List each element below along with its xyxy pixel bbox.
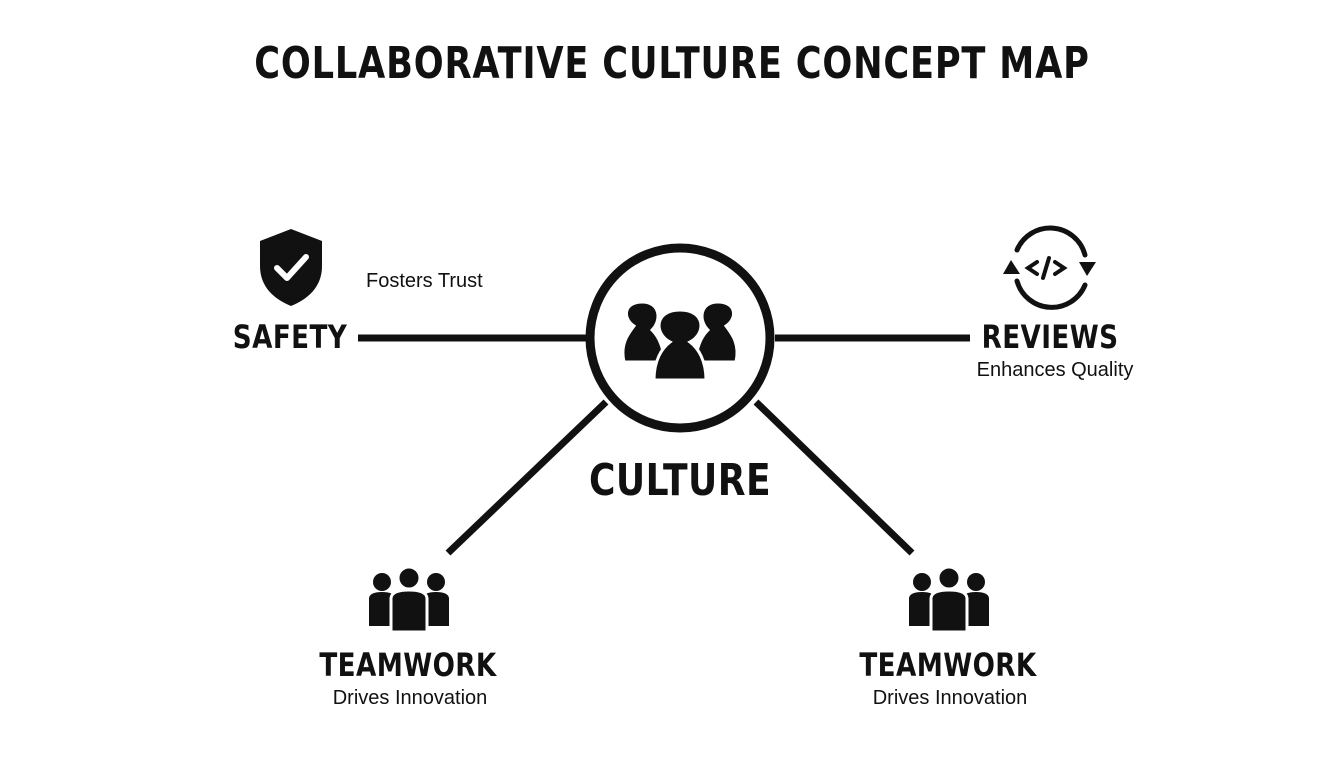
group-heads-icon (621, 300, 739, 382)
connector-teamwork-right (753, 399, 915, 556)
team-people-icon (909, 565, 989, 634)
center-node[interactable] (585, 243, 775, 433)
connector-teamwork-left (445, 399, 609, 556)
shield-check-icon (260, 229, 322, 306)
team-people-icon (369, 565, 449, 634)
node-label-safety[interactable]: SAFETY (232, 318, 348, 356)
relation-label-teamwork-left: Drives Innovation (332, 687, 488, 709)
node-label-teamwork-left[interactable]: TEAMWORK (319, 646, 497, 684)
relation-label-teamwork-right: Drives Innovation (872, 687, 1028, 709)
center-label[interactable]: CULTURE (588, 455, 772, 506)
relation-label-reviews: Enhances Quality (976, 359, 1134, 381)
node-label-teamwork-right[interactable]: TEAMWORK (859, 646, 1037, 684)
page-title: COLLABORATIVE CULTURE CONCEPT MAP (254, 38, 1090, 89)
code-cycle-icon (1003, 225, 1096, 310)
node-label-reviews[interactable]: REVIEWS (981, 318, 1119, 356)
relation-label-safety: Fosters Trust (366, 270, 483, 292)
